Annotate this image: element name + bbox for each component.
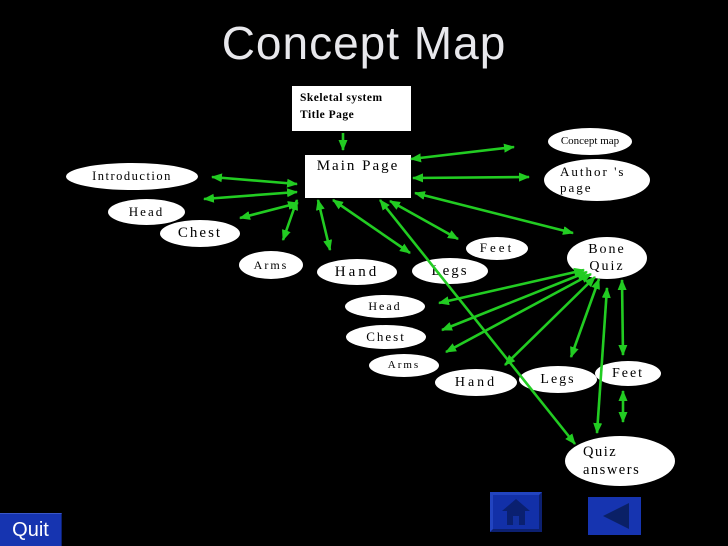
node-introduction[interactable]: Introduction bbox=[66, 163, 198, 190]
node-title-page-box[interactable]: Skeletal system Title Page bbox=[292, 86, 411, 131]
edge-mainpage-bonequiz bbox=[414, 191, 574, 235]
node-concept-map[interactable]: Concept map bbox=[548, 128, 632, 155]
node-chest-bottom[interactable]: Chest bbox=[346, 325, 426, 349]
node-bone-quiz[interactable]: Bone Quiz bbox=[567, 237, 647, 279]
node-head-bottom[interactable]: Head bbox=[345, 295, 425, 318]
node-legs-top[interactable]: Legs bbox=[412, 258, 488, 284]
edge-mainpage-hand-top bbox=[315, 199, 333, 251]
back-arrow-icon bbox=[602, 503, 629, 529]
edge-mainpage-chest-top bbox=[239, 201, 299, 220]
edge-mainpage-head-top bbox=[203, 188, 298, 203]
quit-button[interactable]: Quit bbox=[0, 513, 62, 546]
edge-mainpage-conceptmap bbox=[410, 143, 515, 163]
edge-mainpage-quizanswers bbox=[378, 199, 577, 445]
page-title: Concept Map bbox=[221, 17, 507, 69]
edge-bonequiz-arms-bottom bbox=[445, 272, 592, 354]
home-button[interactable] bbox=[490, 492, 542, 532]
node-head-top[interactable]: Head bbox=[108, 199, 185, 225]
node-hand-bottom[interactable]: Hand bbox=[435, 369, 517, 396]
home-icon bbox=[502, 499, 530, 525]
edge-bonequiz-legs-bottom bbox=[569, 278, 601, 358]
edge-mainpage-feet-top bbox=[389, 199, 459, 241]
node-quiz-answers[interactable]: Quiz answers bbox=[565, 436, 675, 486]
node-authors-page[interactable]: Author 's page bbox=[544, 159, 650, 201]
edge-mainpage-introduction bbox=[211, 173, 298, 188]
node-feet-bottom[interactable]: Feet bbox=[595, 361, 661, 386]
node-arms-bottom[interactable]: Arms bbox=[369, 354, 439, 377]
node-hand-top[interactable]: Hand bbox=[317, 259, 397, 285]
node-feet-top[interactable]: Feet bbox=[466, 237, 528, 260]
back-button[interactable] bbox=[588, 497, 641, 535]
edge-bonequiz-hand-bottom bbox=[504, 276, 596, 366]
node-chest-top[interactable]: Chest bbox=[160, 220, 240, 247]
node-legs-bottom[interactable]: Legs bbox=[519, 366, 597, 393]
edge-mainpage-authorspage bbox=[412, 172, 530, 183]
node-arms-top[interactable]: Arms bbox=[239, 251, 303, 279]
edge-mainpage-legs-top bbox=[332, 198, 411, 255]
node-main-page-box[interactable]: Main Page bbox=[305, 155, 411, 198]
edge-bonequiz-feet-bottom bbox=[617, 279, 628, 356]
edge-bonequiz-quizanswers bbox=[593, 287, 611, 434]
quit-button-label: Quit bbox=[12, 518, 49, 541]
edge-mainpage-arms-top bbox=[281, 199, 299, 241]
